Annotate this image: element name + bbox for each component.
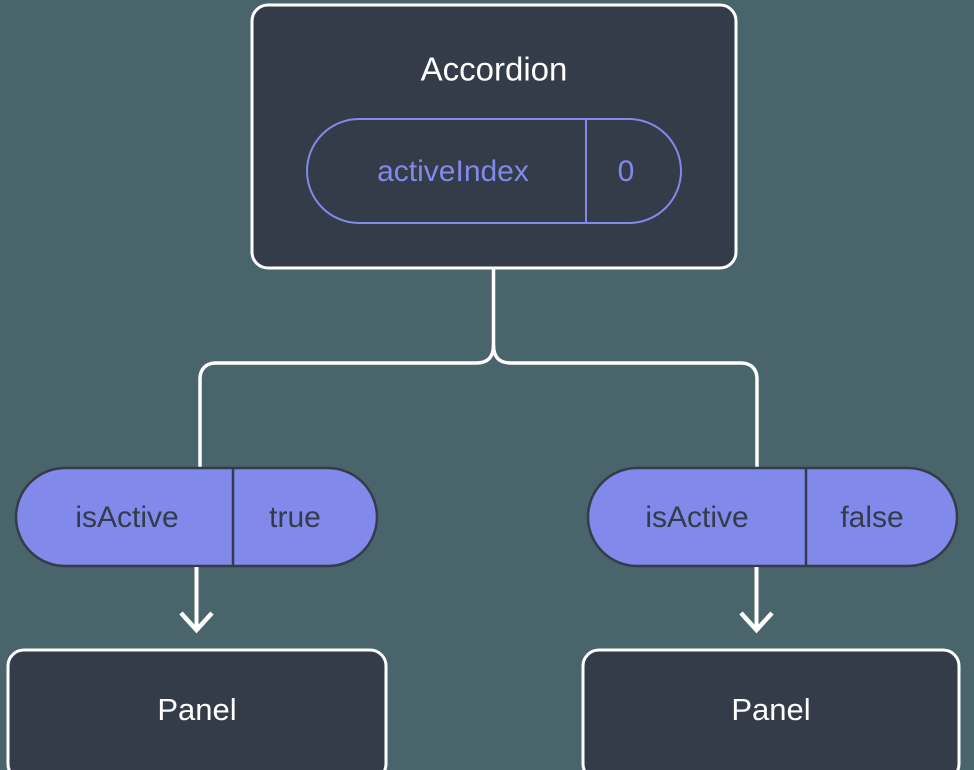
activeindex-pill-outline [306,118,682,224]
connector-fork [198,344,496,470]
right-panel-title: Panel [731,692,810,727]
branch-left-prop-isactive[interactable]: isActive true [14,466,379,568]
left-panel-card-fill [8,650,386,770]
accordion-card-border [250,3,738,270]
left-arrow-head-icon [179,611,214,634]
right-panel-card-fill [583,650,959,770]
left-panel-card-border [6,648,388,770]
left-isactive-prop-value: true [269,501,321,534]
node-accordion[interactable]: Accordion activeIndex 0 [250,3,738,270]
right-isactive-prop-value: false [840,501,903,534]
right-panel-card-border [581,648,961,770]
left-isactive-prop-name: isActive [75,501,178,534]
right-arrow-head-icon [739,611,774,634]
left-isactive-pill [14,466,379,568]
activeindex-prop-value: 0 [618,155,635,188]
connector-fork-right [491,344,759,470]
node-panel-right[interactable]: Panel [581,648,961,770]
left-panel-title: Panel [157,692,236,727]
activeindex-prop-name: activeIndex [377,155,529,188]
right-isactive-prop-name: isActive [645,501,748,534]
accordion-card-fill [252,5,736,268]
connector-tree [198,268,759,470]
accordion-title: Accordion [421,51,568,88]
right-isactive-pill [586,466,959,568]
accordion-prop-activeindex[interactable]: activeIndex 0 [306,118,682,224]
node-panel-left[interactable]: Panel [6,648,388,770]
arrow-right-pill-to-panel [739,567,774,634]
arrow-left-pill-to-panel [179,567,214,634]
branch-right-prop-isactive[interactable]: isActive false [586,466,959,568]
